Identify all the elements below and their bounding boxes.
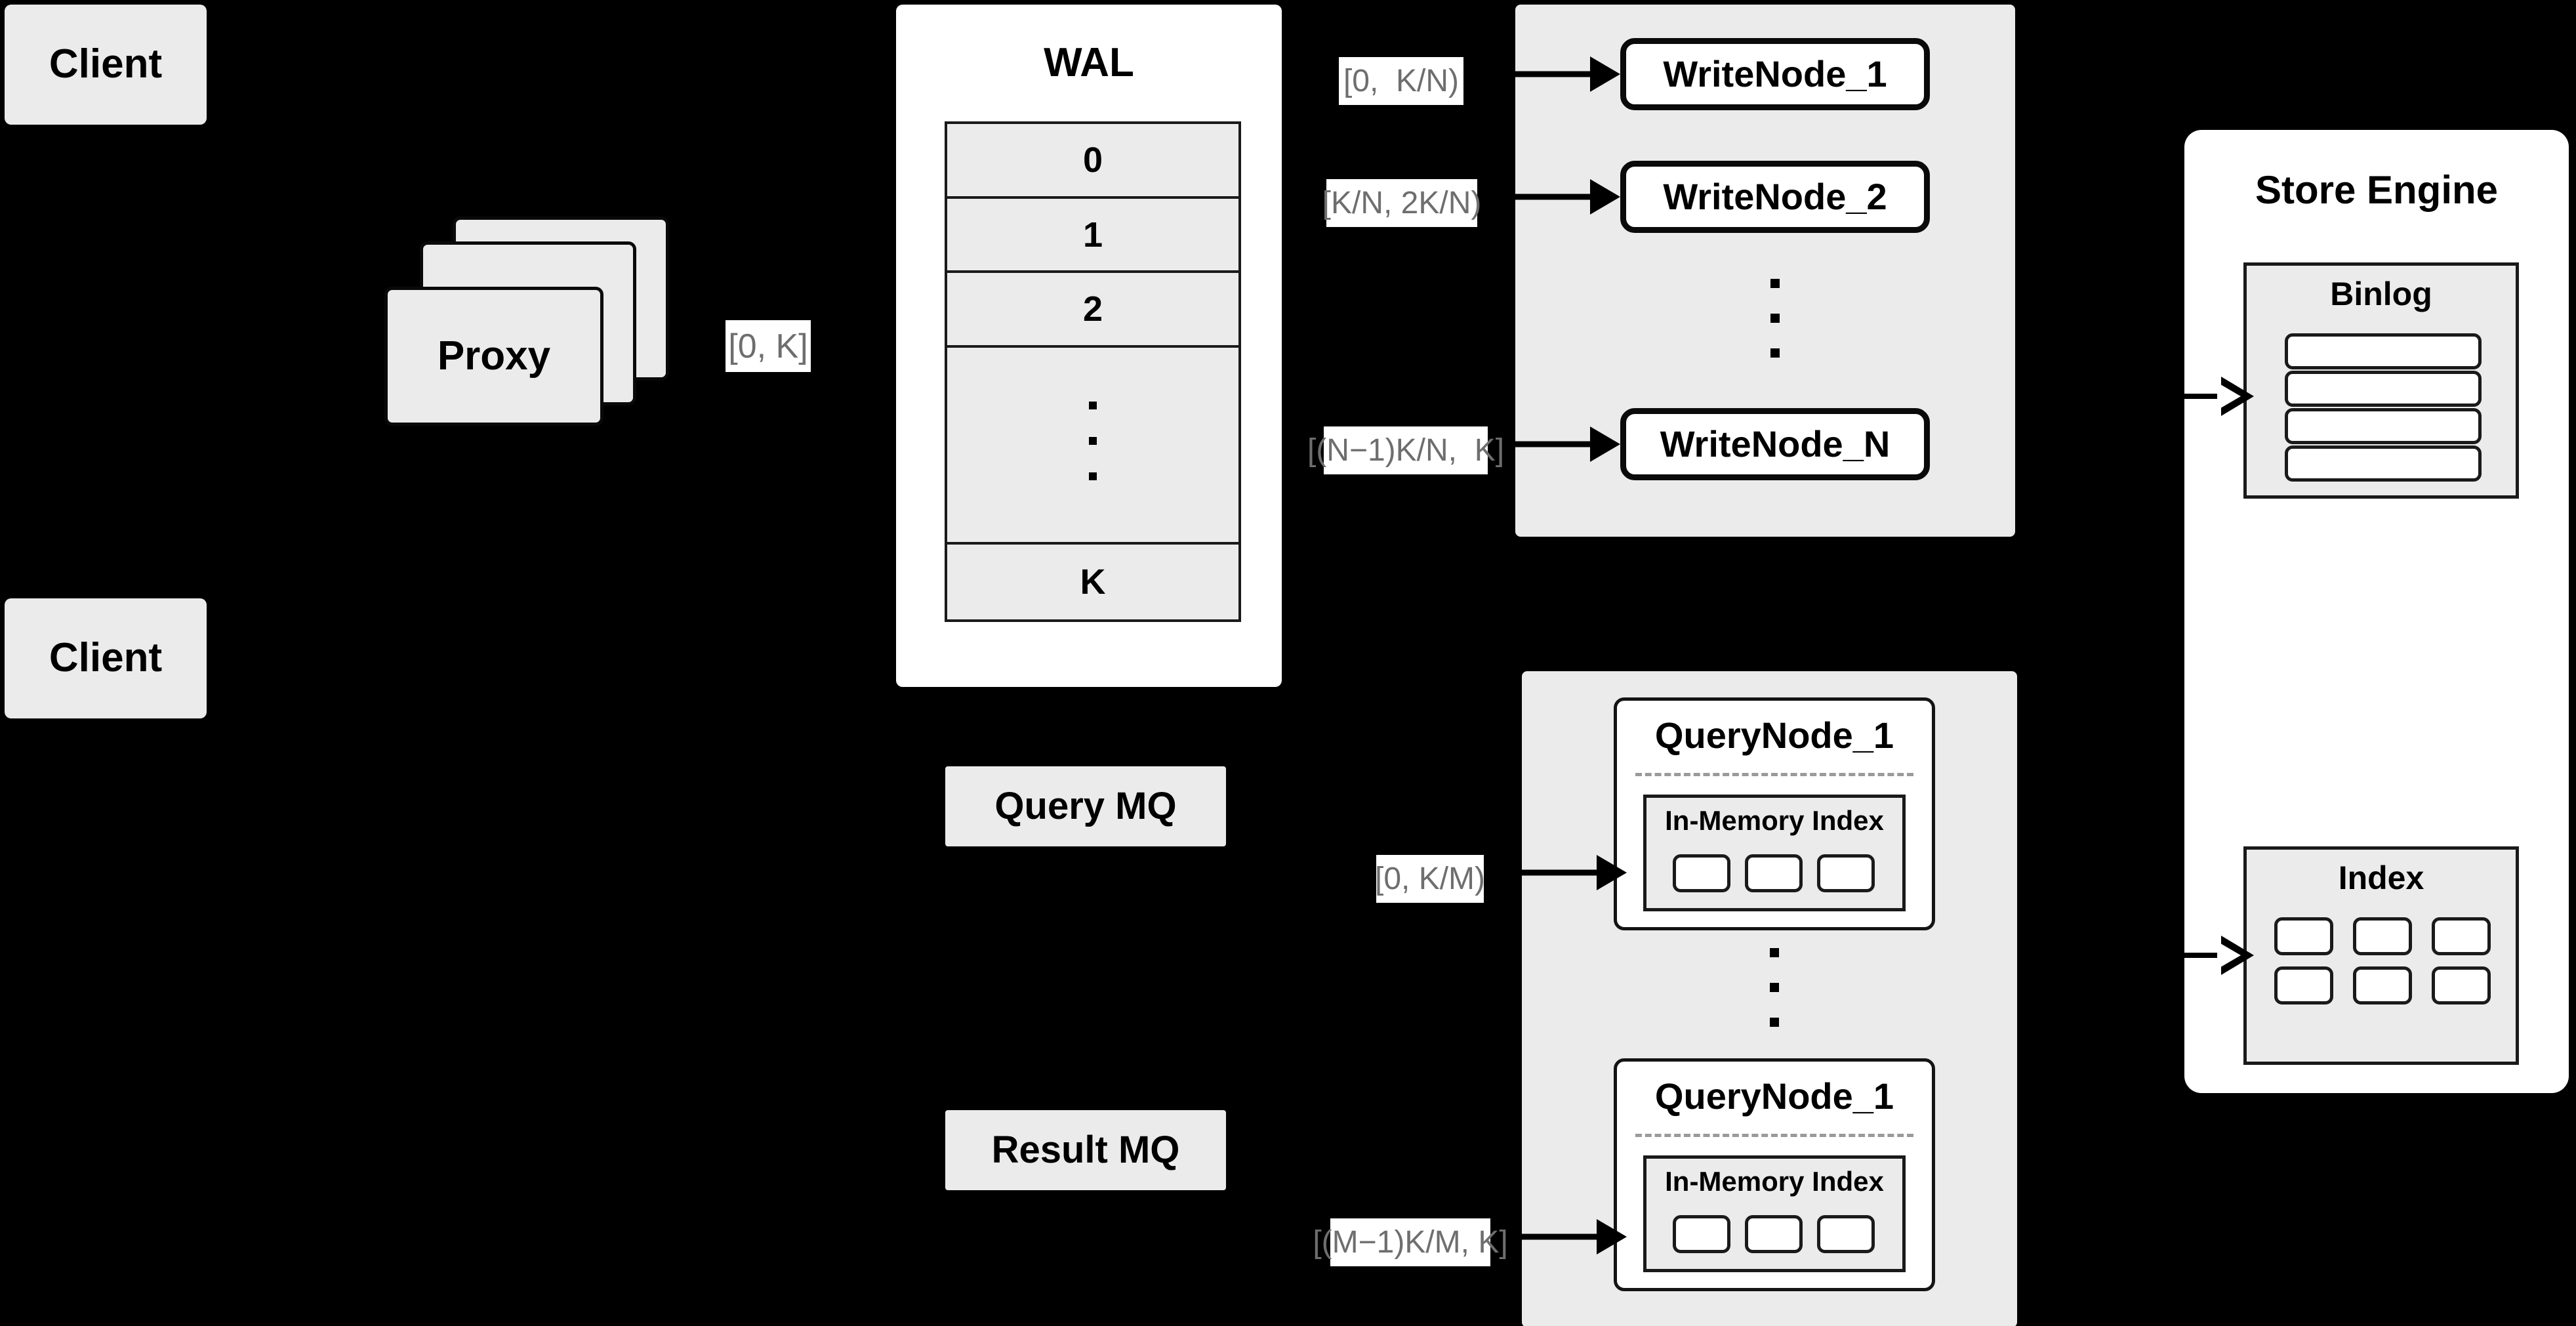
query-node-1-index-label: In-Memory Index xyxy=(1646,805,1902,836)
write-range-label-1-text: [0, K/N) xyxy=(1343,63,1460,98)
query-range-label-1-text: [0, K/M) xyxy=(1374,861,1486,896)
binlog-entry xyxy=(2285,408,2482,444)
index-entry xyxy=(2353,966,2412,1005)
query-node-1[interactable]: QueryNode_1 In-Memory Index xyxy=(1614,697,1935,930)
store-engine-title-text: Store Engine xyxy=(2255,168,2499,212)
binlog-panel: Binlog xyxy=(2243,262,2519,499)
wal-row: 2 xyxy=(947,273,1238,348)
wal-row-label: 0 xyxy=(1082,140,1103,180)
proxy-range-label-text: [0, K] xyxy=(728,327,808,365)
write-range-label-2: [K/N, 2K/N) xyxy=(1322,179,1481,227)
write-range-label-n: [(N−1)K/N, K] xyxy=(1307,426,1504,474)
query-range-label-m: [(M−1)K/M, K] xyxy=(1313,1218,1508,1266)
index-panel: Index xyxy=(2243,846,2519,1065)
wal-row: 1 xyxy=(947,198,1238,274)
query-mq-node[interactable]: Query MQ xyxy=(945,766,1226,846)
query-node-2-index-label-text: In-Memory Index xyxy=(1665,1166,1884,1197)
index-entry xyxy=(2274,966,2333,1005)
client-node-1-label: Client xyxy=(49,41,163,87)
query-mq-label: Query MQ xyxy=(994,785,1177,828)
write-node-2[interactable]: WriteNode_2 xyxy=(1620,161,1930,233)
write-node-1-label: WriteNode_1 xyxy=(1663,53,1887,95)
write-range-label-n-text: [(N−1)K/N, K] xyxy=(1307,432,1505,468)
index-entry xyxy=(2353,917,2412,955)
query-node-1-inmemory-index: In-Memory Index xyxy=(1643,795,1906,911)
wal-row: K xyxy=(947,545,1238,620)
query-range-label-1: [0, K/M) xyxy=(1374,855,1486,903)
index-chip xyxy=(1817,854,1875,892)
client-node-1[interactable]: Client xyxy=(5,5,207,125)
write-node-ellipsis-icon xyxy=(1770,279,1780,358)
result-mq-node[interactable]: Result MQ xyxy=(945,1110,1226,1190)
index-entry xyxy=(2274,917,2333,955)
query-node-ellipsis-icon xyxy=(1770,948,1779,1027)
proxy-node[interactable]: Proxy xyxy=(384,287,603,426)
wal-title: WAL xyxy=(896,39,1282,86)
wal-ellipsis-icon xyxy=(1089,402,1097,481)
query-node-1-label-text: QueryNode_1 xyxy=(1654,715,1894,756)
index-chip xyxy=(1673,1215,1730,1253)
query-node-2-inmemory-index: In-Memory Index xyxy=(1643,1155,1906,1272)
binlog-entry xyxy=(2285,445,2482,482)
query-node-2[interactable]: QueryNode_1 In-Memory Index xyxy=(1614,1058,1935,1291)
query-node-2-index-label: In-Memory Index xyxy=(1646,1166,1902,1197)
binlog-entry xyxy=(2285,333,2482,369)
index-entry xyxy=(2432,966,2491,1005)
wal-row-label: K xyxy=(1080,562,1106,602)
index-chip xyxy=(1745,854,1803,892)
write-range-label-2-text: [K/N, 2K/N) xyxy=(1322,185,1482,220)
proxy-range-label: [0, K] xyxy=(726,320,811,372)
query-node-1-divider xyxy=(1635,773,1913,776)
index-chip xyxy=(1817,1215,1875,1253)
wal-row: 0 xyxy=(947,124,1238,199)
query-node-2-label-text: QueryNode_1 xyxy=(1654,1075,1894,1117)
query-range-label-m-text: [(M−1)K/M, K] xyxy=(1313,1224,1508,1260)
proxy-node-label: Proxy xyxy=(437,333,551,379)
index-entry xyxy=(2432,917,2491,955)
query-node-1-label: QueryNode_1 xyxy=(1617,715,1932,756)
write-node-n-label: WriteNode_N xyxy=(1660,423,1891,465)
wal-title-text: WAL xyxy=(1044,40,1134,85)
query-node-1-index-label-text: In-Memory Index xyxy=(1665,805,1884,836)
index-chip xyxy=(1673,854,1730,892)
write-node-2-label: WriteNode_2 xyxy=(1663,176,1887,218)
binlog-title: Binlog xyxy=(2247,275,2516,313)
store-engine-title: Store Engine xyxy=(2184,167,2569,213)
index-title: Index xyxy=(2247,859,2516,897)
binlog-entry xyxy=(2285,371,2482,407)
wal-table: 0 1 2 K xyxy=(945,121,1241,622)
client-node-2-label: Client xyxy=(49,635,163,681)
write-node-1[interactable]: WriteNode_1 xyxy=(1620,38,1930,110)
client-node-2[interactable]: Client xyxy=(5,598,207,718)
index-chip xyxy=(1745,1215,1803,1253)
write-node-n[interactable]: WriteNode_N xyxy=(1620,408,1930,480)
wal-row-label: 1 xyxy=(1082,215,1103,255)
write-range-label-1: [0, K/N) xyxy=(1339,57,1463,105)
binlog-title-text: Binlog xyxy=(2330,276,2432,312)
query-node-2-divider xyxy=(1635,1134,1913,1137)
index-title-text: Index xyxy=(2338,860,2424,896)
wal-row-label: 2 xyxy=(1082,289,1103,329)
result-mq-label: Result MQ xyxy=(991,1129,1180,1172)
query-node-2-label: QueryNode_1 xyxy=(1617,1076,1932,1117)
wal-row-ellipsis xyxy=(947,348,1238,545)
